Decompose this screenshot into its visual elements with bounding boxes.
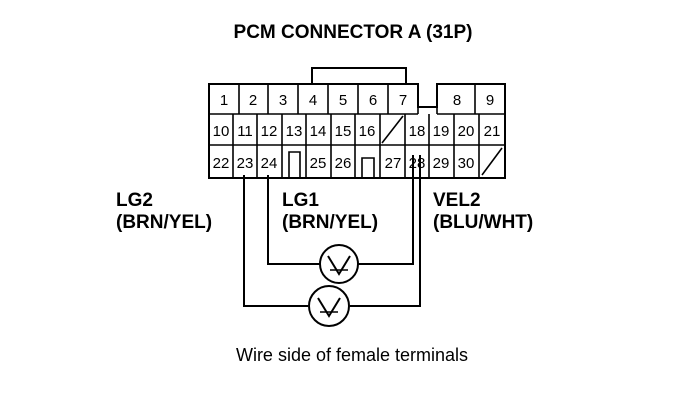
pin-labels-row1: 1 2 3 4 5 6 7 8 9 (220, 92, 494, 109)
pin-label: 12 (261, 123, 278, 140)
pin-label: 2 (249, 92, 257, 109)
pin-labels-row2: 10 11 12 13 14 15 16 18 19 20 21 (213, 123, 501, 140)
pin-label: 4 (309, 92, 317, 109)
pin-label: 25 (310, 155, 327, 172)
pin-label: 10 (213, 123, 230, 140)
pin-label: 24 (261, 155, 278, 172)
lg1-color-label: (BRN/YEL) (282, 212, 378, 233)
diagram-title: PCM CONNECTOR A (31P) (234, 22, 473, 43)
voltmeter-icon (308, 285, 350, 327)
pin-label: 27 (385, 155, 402, 172)
pin-label: 5 (339, 92, 347, 109)
lg2-name-label: LG2 (116, 190, 153, 211)
pin-label: 26 (335, 155, 352, 172)
row3-dividers (232, 145, 503, 178)
connector-latch (311, 67, 407, 84)
test-wires (243, 155, 421, 307)
pin-label: 13 (286, 123, 303, 140)
pin-label: 22 (213, 155, 230, 172)
pin-label: 21 (484, 123, 501, 140)
pin-label: 28 (409, 155, 426, 172)
pin-labels-row3: 22 23 24 25 26 27 28 29 30 (213, 155, 475, 172)
pin-label: 16 (359, 123, 376, 140)
connector-body: 1 2 3 4 5 6 7 8 9 10 11 12 13 14 15 16 1… (208, 83, 506, 179)
wire-lg2 (243, 175, 308, 307)
pin-label: 20 (458, 123, 475, 140)
lg1-name-label: LG1 (282, 190, 319, 211)
pin-label: 9 (486, 92, 494, 109)
diagram-caption: Wire side of female terminals (236, 345, 468, 365)
pin-label: 3 (279, 92, 287, 109)
pin-label: 8 (453, 92, 461, 109)
pin-label: 15 (335, 123, 352, 140)
voltmeter-icon (319, 244, 359, 284)
pin-label: 1 (220, 92, 228, 109)
row1-dividers (238, 84, 476, 114)
vel2-name-label: VEL2 (433, 190, 481, 211)
pin-label: 7 (399, 92, 407, 109)
pin-label: 6 (369, 92, 377, 109)
pin-label: 11 (237, 123, 253, 140)
wire-vel2-upper (358, 155, 414, 265)
vel2-color-label: (BLU/WHT) (433, 212, 533, 233)
pin-label: 30 (458, 155, 475, 172)
row2-dividers (232, 114, 480, 145)
pin-label: 29 (433, 155, 450, 172)
pin-label: 14 (310, 123, 327, 140)
pin-label: 23 (237, 155, 254, 172)
wire-lg1 (267, 175, 320, 265)
lg2-color-label: (BRN/YEL) (116, 212, 212, 233)
pin-label: 18 (409, 123, 426, 140)
wire-vel2-lower (350, 155, 421, 307)
pin-label: 19 (433, 123, 450, 140)
